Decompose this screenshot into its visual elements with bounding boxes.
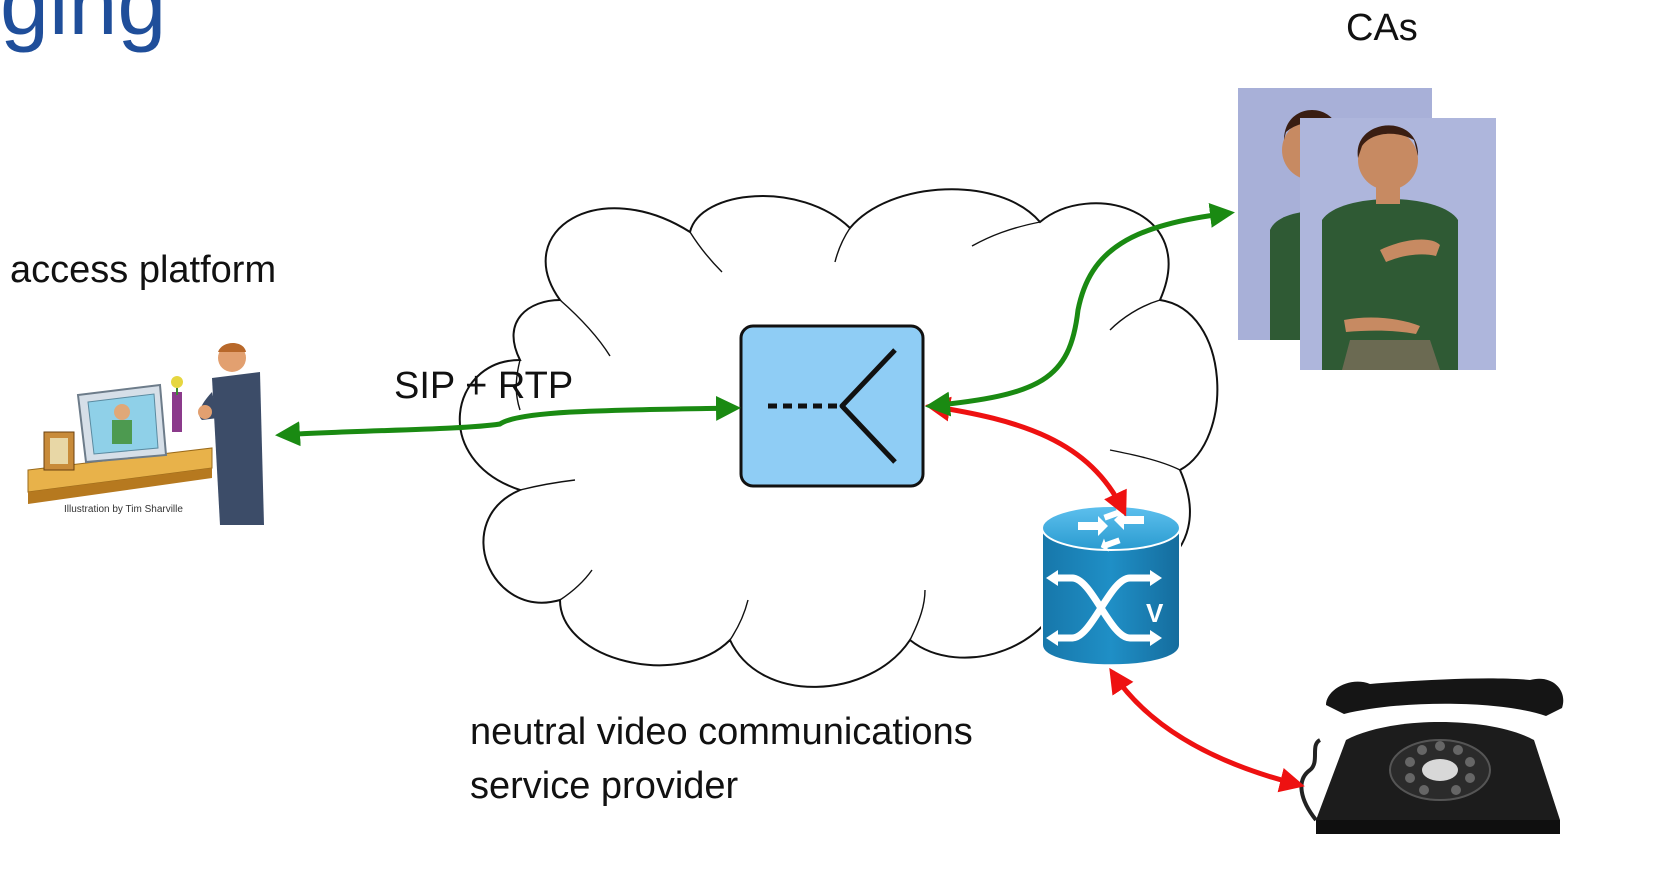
pstn-voice-link	[1109, 667, 1305, 793]
access-platform-label: access platform	[10, 249, 277, 291]
media-server-icon	[739, 324, 925, 488]
server-ca-link	[925, 202, 1235, 417]
gateway-letter: V	[1146, 598, 1164, 628]
provider-label-line2: service provider	[470, 765, 739, 807]
title-fragment: ging	[0, 0, 167, 53]
sip-rtp-link	[275, 395, 741, 447]
gateway-router-icon: V	[1041, 505, 1181, 667]
video-phone-user-icon: Illustration by Tim Sharville	[22, 340, 266, 525]
rotary-telephone-icon	[1299, 678, 1564, 834]
cas-label: CAs	[1346, 7, 1418, 49]
illustration-credit: Illustration by Tim Sharville	[64, 504, 183, 515]
provider-label-line1: neutral video communications	[470, 711, 973, 753]
sign-language-agent-icon	[1238, 88, 1496, 370]
protocol-label: SIP + RTP	[394, 365, 574, 407]
